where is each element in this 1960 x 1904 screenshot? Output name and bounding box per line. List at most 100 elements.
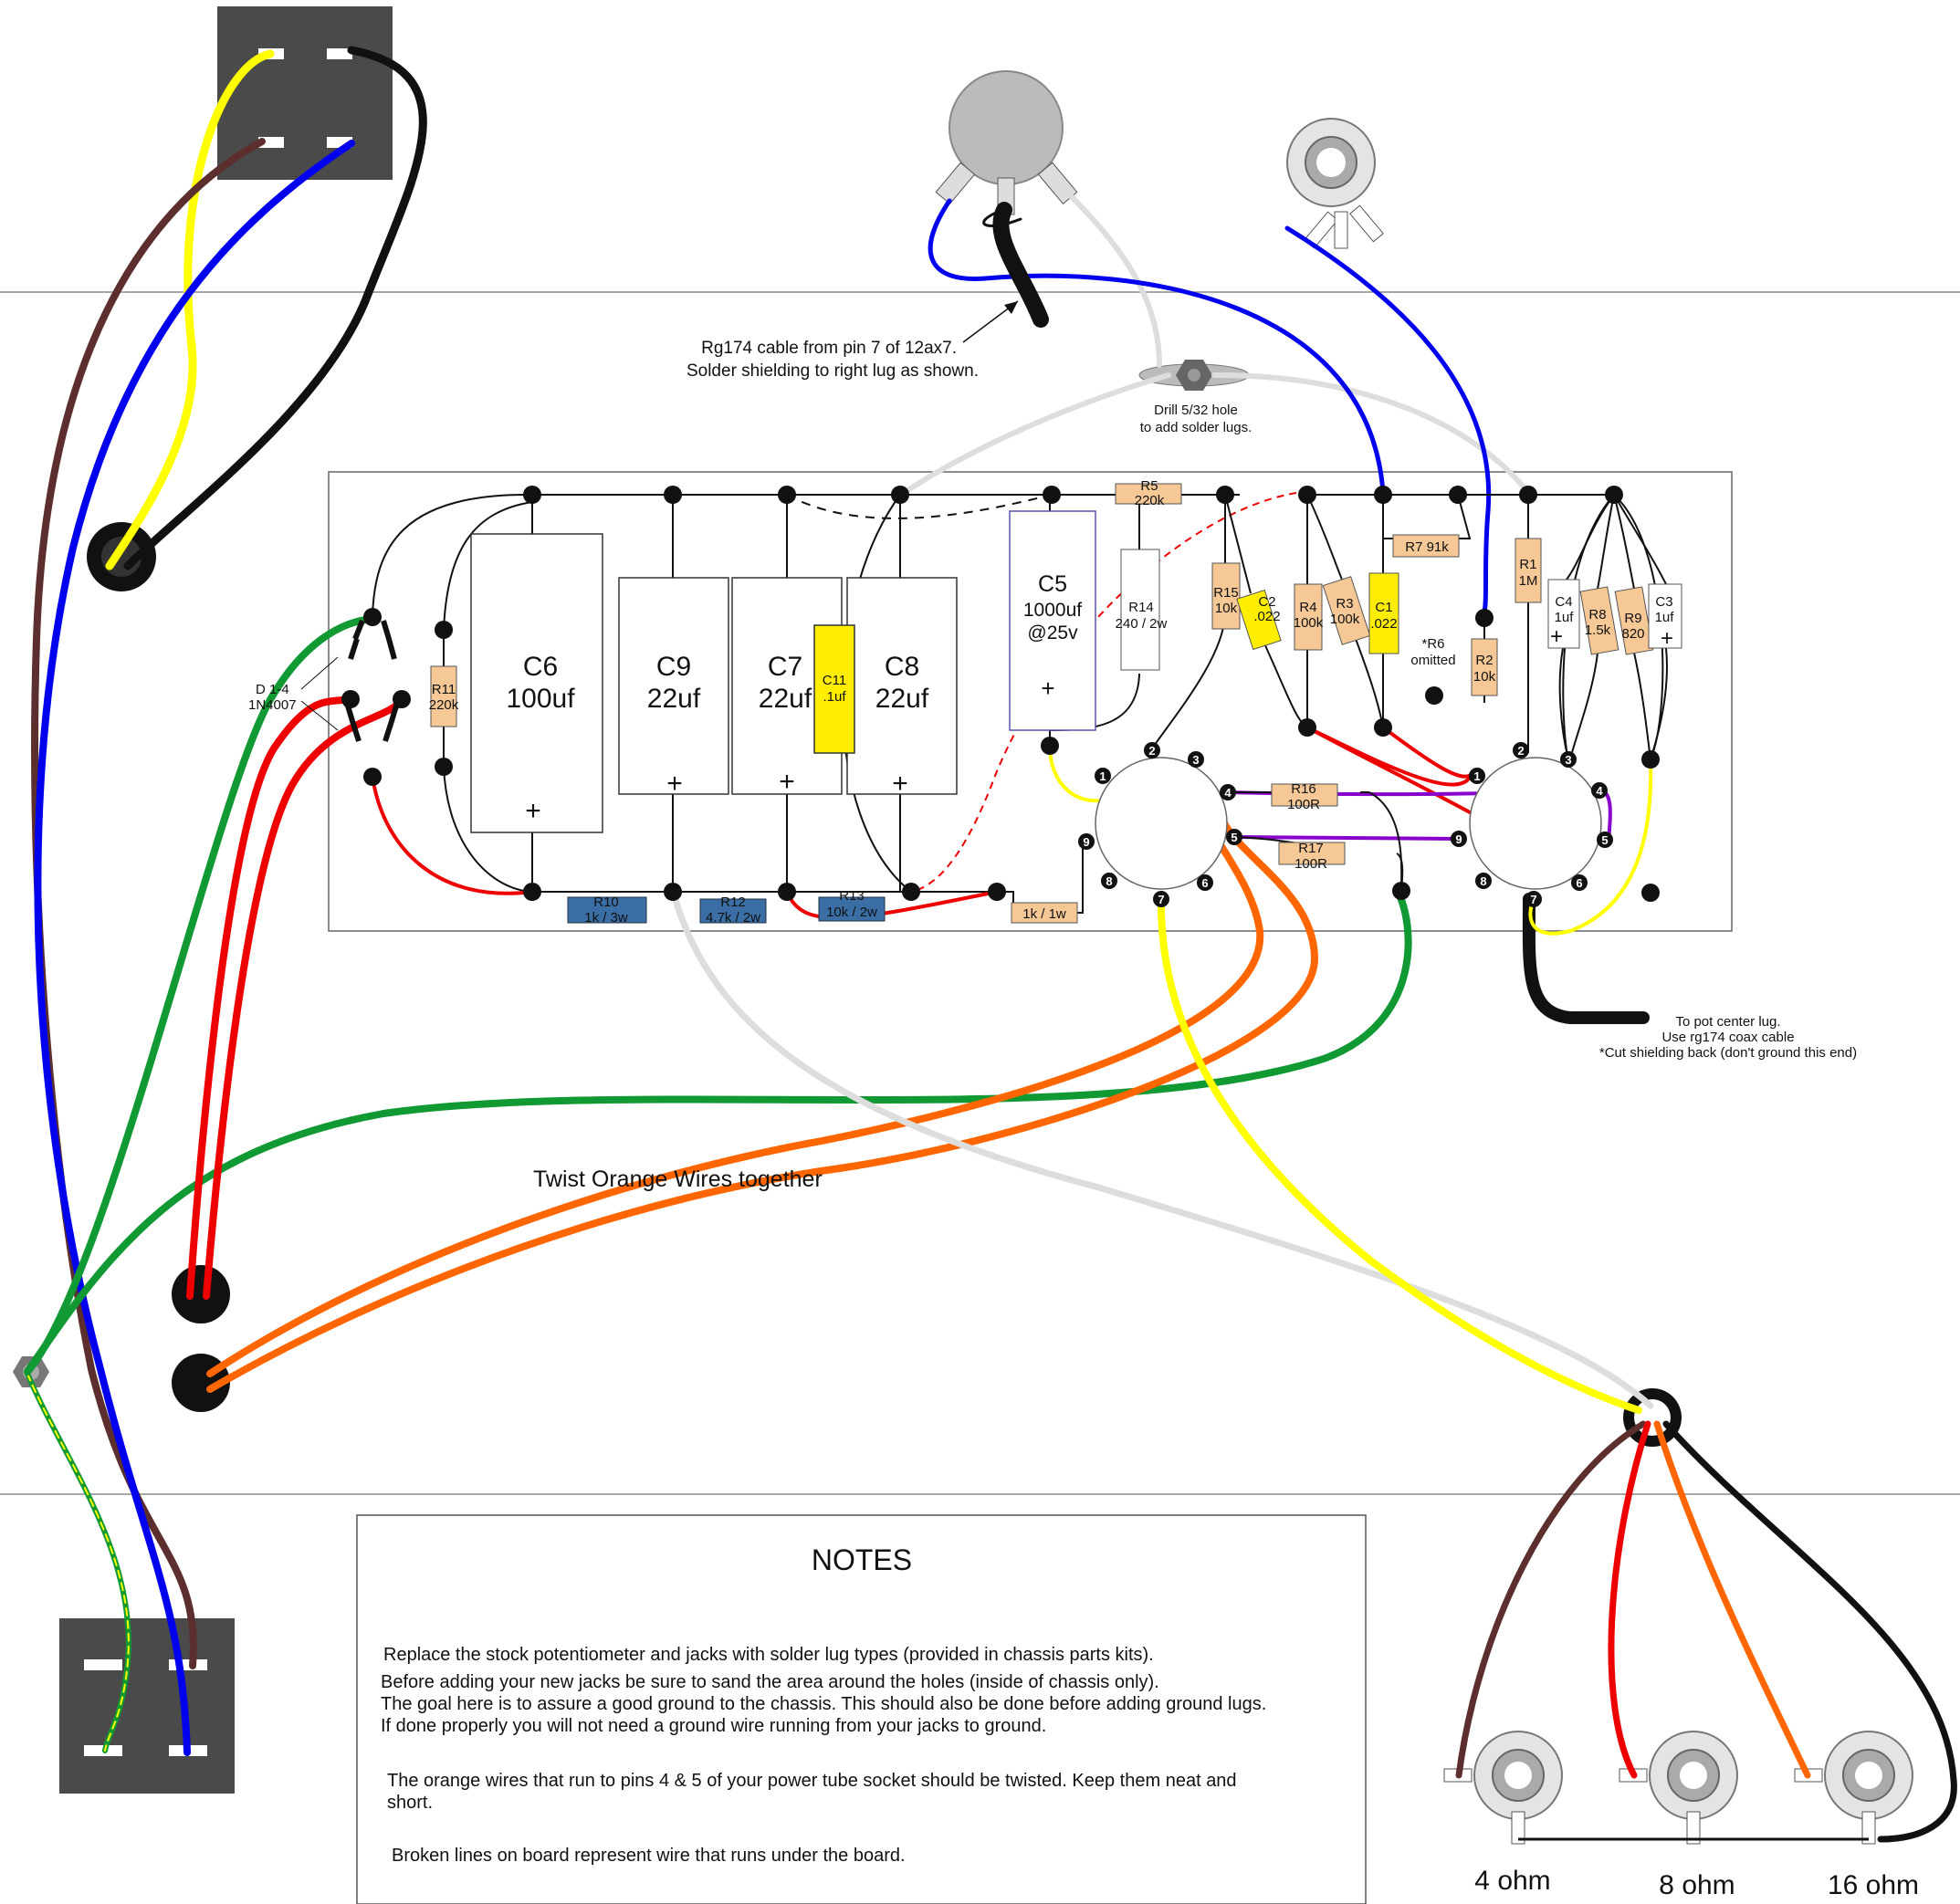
tube-socket-power [1095,757,1228,890]
c11-value: .1uf [823,689,846,705]
r1k-value: 1k / 1w [1022,906,1066,922]
r6-note-line1: *R6 [1421,636,1444,652]
pre-pin-5: 5 [1601,833,1608,847]
resistor-r9 [1614,586,1654,655]
pre-pin-3: 3 [1565,753,1571,767]
c3-plus: + [1661,626,1673,651]
c5-name: C5 [1038,571,1067,597]
notes-paragraph-3b: short. [387,1793,433,1813]
c4-value: 1uf [1555,610,1575,625]
r13-name: R13 [839,888,865,904]
c2-name: C2 [1258,594,1275,610]
capacitor-c4 [1547,579,1580,649]
notes-title: NOTES [812,1543,912,1576]
tube-pins-power [1078,742,1242,907]
rg174-note-line2: Solder shielding to right lug as shown. [687,361,979,381]
c6-name: C6 [523,652,558,682]
pre-pin-2: 2 [1517,744,1524,758]
resistor-r2 [1471,638,1498,696]
r8-value: 1.5k [1585,622,1611,638]
speaker-label-8ohm: 8 ohm [1659,1870,1735,1900]
c7-plus: + [779,767,795,797]
resistor-r3 [1322,576,1371,645]
r17-name: R17 [1298,841,1324,856]
resistor-r16 [1271,783,1338,807]
pwr-pin-7: 7 [1158,893,1164,906]
r5-value: 220k [1135,493,1165,508]
c6-value: 100uf [506,684,575,714]
r15-name: R15 [1213,585,1239,601]
r2-name: R2 [1475,653,1493,668]
pwr-pin-1: 1 [1099,769,1106,783]
c3-value: 1uf [1655,610,1675,625]
to-pot-note-line3: *Cut shielding back (don't ground this e… [1599,1045,1857,1061]
capacitor-c9 [618,577,729,795]
c6-plus: + [525,796,541,826]
diodes-label-line2: 1N4007 [248,697,297,713]
pre-pin-8: 8 [1480,874,1486,888]
resistor-r14 [1120,549,1160,671]
to-pot-note-line2: Use rg174 coax cable [1661,1030,1794,1045]
c2-value: .022 [1253,609,1280,624]
pre-pin-7: 7 [1530,893,1536,906]
r9-value: 820 [1621,626,1644,642]
pwr-pin-6: 6 [1201,876,1208,890]
rg174-note-line1: Rg174 cable from pin 7 of 12ax7. [701,339,957,358]
notes-paragraph-4: Broken lines on board represent wire tha… [392,1846,906,1866]
c8-name: C8 [885,652,919,682]
c4-name: C4 [1555,594,1572,610]
speaker-jack-16ohm [1794,1731,1913,1845]
standby-switch-bottom [59,1618,235,1794]
twist-note: Twist Orange Wires together [533,1166,823,1192]
diodes-label-line1: D 1-4 [256,682,289,697]
c1-name: C1 [1375,600,1392,615]
c1-value: .022 [1370,616,1397,632]
capacitor-c8 [846,577,958,795]
resistor-r8 [1579,586,1619,655]
r5-name: R5 [1140,478,1158,494]
pwr-pin-2: 2 [1148,744,1155,758]
c5-rating: @25v [1027,622,1078,643]
speaker-label-4ohm: 4 ohm [1474,1866,1550,1896]
r15-value: 10k [1215,601,1238,616]
pwr-pin-3: 3 [1192,753,1199,767]
capacitor-c1 [1368,572,1399,654]
resistor-r13 [818,896,886,922]
r11-value: 220k [429,697,459,713]
r3-name: R3 [1336,596,1353,612]
tube-pins-preamp [1451,742,1613,907]
notes-paragraph-2a: Before adding your new jacks be sure to … [381,1672,1159,1692]
r12-name: R12 [720,894,746,910]
resistor-r10 [567,896,647,924]
pwr-pin-5: 5 [1231,831,1237,844]
grommet-red-wires [172,1265,230,1323]
r13-value: 10k / 2w [826,905,877,920]
r12-value: 4.7k / 2w [706,910,760,926]
r9-name: R9 [1624,611,1641,626]
resistor-r4 [1294,583,1323,651]
r3-value: 100k [1330,612,1360,627]
c7-value: 22uf [759,684,812,714]
r2-value: 10k [1473,669,1496,685]
resistor-r15 [1211,562,1241,630]
speaker-label-16ohm: 16 ohm [1828,1870,1919,1900]
c8-plus: + [892,769,908,799]
pwr-pin-8: 8 [1106,874,1112,888]
notes-box [356,1514,1367,1904]
to-pot-note-line1: To pot center lug. [1675,1014,1780,1030]
tube-socket-preamp [1469,757,1602,890]
c11-name: C11 [823,673,846,688]
c9-plus: + [666,769,683,799]
pwr-pin-9: 9 [1083,835,1089,849]
r7-name: R7 91k [1405,539,1449,555]
r14-value: 240 / 2w [1116,616,1168,632]
r1-name: R1 [1519,557,1536,572]
r16-value: 100R [1287,797,1320,812]
volume-potentiometer [935,70,1078,215]
r1-value: 1M [1519,573,1538,589]
c4-plus: + [1550,624,1563,649]
speaker-jack-8ohm [1619,1731,1738,1845]
notes-paragraph-1: Replace the stock potentiometer and jack… [383,1645,1154,1665]
resistor-r17 [1278,842,1346,865]
resistor-r1 [1515,538,1542,603]
